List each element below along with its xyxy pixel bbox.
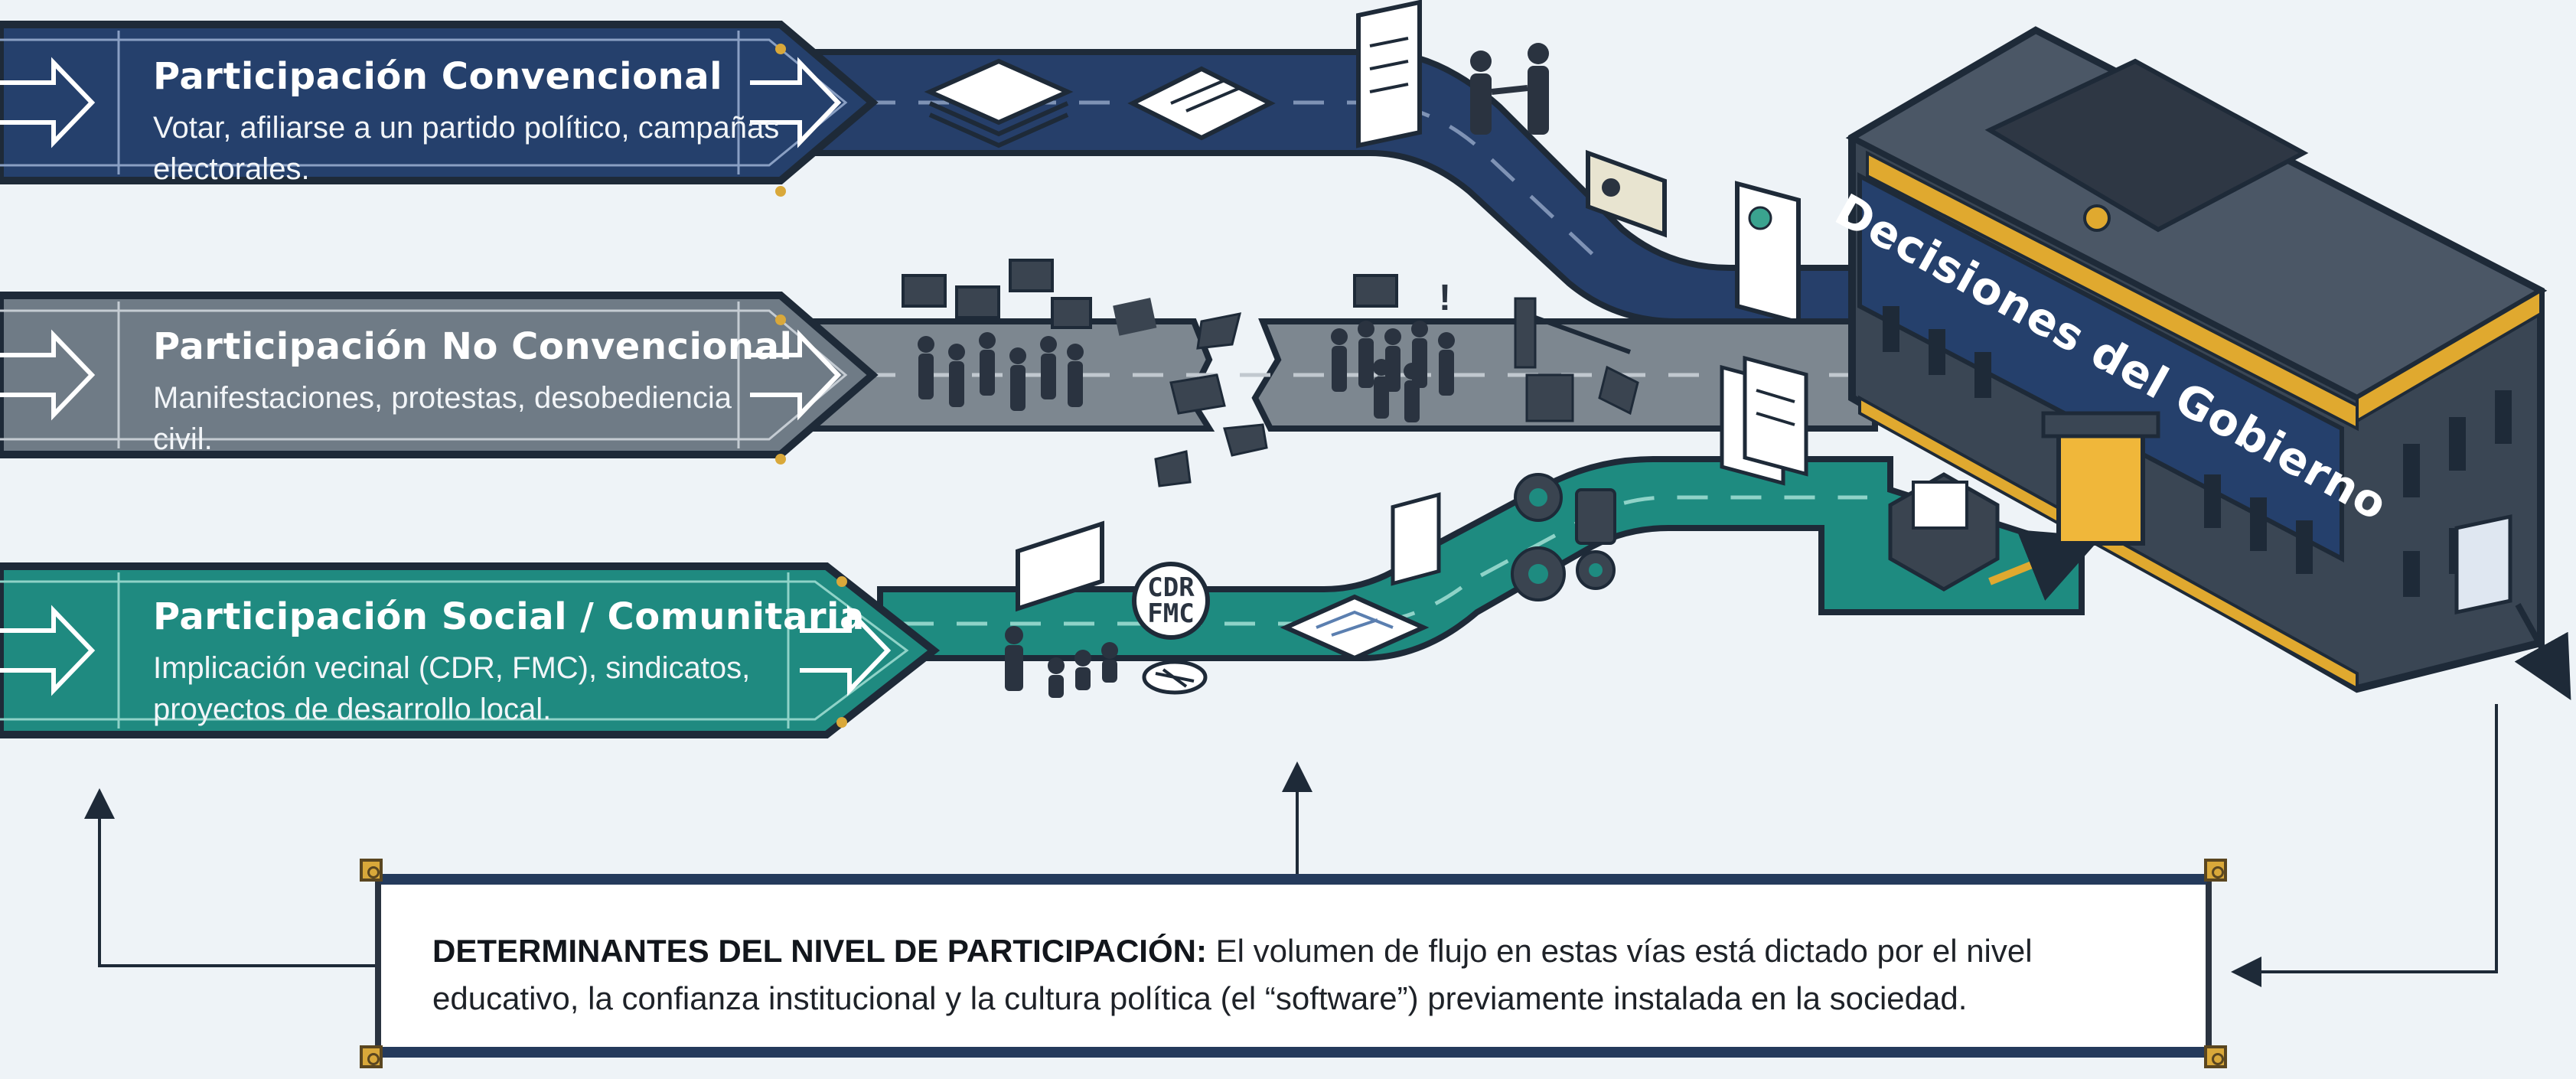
flow-arrow-icon <box>1988 530 2102 601</box>
document-out-icon <box>2454 514 2512 615</box>
feedback-arrow-right <box>2231 704 2498 987</box>
files-stack-icon <box>1720 355 1808 486</box>
sign-line-2: FMC <box>1147 598 1194 629</box>
lane-no-convencional-text: Participación No Convencional Manifestac… <box>153 325 792 460</box>
bolt-icon <box>360 859 383 882</box>
determinants-note-box <box>375 874 2212 1058</box>
arrow-icon <box>800 605 892 696</box>
sign-line-1: CDR <box>1147 572 1195 603</box>
feedback-arrow-left <box>84 788 375 967</box>
arrow-icon <box>0 605 96 696</box>
determinants-note: DETERMINANTES DEL NIVEL DE PARTICIPACIÓN… <box>432 927 2177 1022</box>
lane-description: Implicación vecinal (CDR, FMC), sindicat… <box>153 651 751 726</box>
registration-form-icon <box>1356 0 1422 148</box>
lane-convencional <box>0 0 1886 326</box>
entrance <box>2056 426 2145 546</box>
envelope-icon <box>1888 472 2000 592</box>
id-card-icon <box>1586 149 1667 238</box>
lane-title: Participación Convencional <box>153 55 723 98</box>
blueprint-icon <box>1280 492 1441 661</box>
document-icon <box>1127 66 1276 141</box>
lane-description: Votar, afiliarse a un partido político, … <box>153 111 780 186</box>
bolt-icon <box>2204 1045 2227 1068</box>
broken-road-icon <box>1113 298 1268 487</box>
government-building <box>1845 26 2571 700</box>
bolt-icon <box>360 1045 383 1068</box>
crowd-icon: ! <box>1331 274 1455 422</box>
bolt-icon <box>2204 859 2227 882</box>
certificate-icon <box>1735 181 1801 326</box>
banner-social <box>0 562 941 738</box>
banner-no-convencional <box>0 292 879 458</box>
arrow-icon <box>0 329 96 421</box>
arrow-icon <box>750 57 842 148</box>
note-label: DETERMINANTES DEL NIVEL DE PARTICIPACIÓN… <box>432 933 1207 969</box>
ballot-stack-icon <box>924 58 1074 148</box>
lane-social-text: Participación Social / Comunitaria Impli… <box>153 595 865 730</box>
lane-title: Participación No Convencional <box>153 325 793 368</box>
exit-arrow-icon <box>2514 603 2571 700</box>
lane-title: Participación Social / Comunitaria <box>153 595 865 638</box>
cdr-fmc-sign-icon: CDR FMC <box>1132 562 1210 695</box>
lane-social: CDR FMC <box>0 456 2085 738</box>
arrow-icon <box>750 329 842 421</box>
sign-board <box>1857 172 2344 562</box>
people-handshake-icon <box>1470 43 1549 135</box>
feedback-arrows <box>84 704 2498 987</box>
lane-convencional-text: Participación Convencional Votar, afilia… <box>153 55 781 190</box>
protesters-icon <box>902 259 1092 411</box>
note-body: El volumen de flujo en estas vías está d… <box>432 933 2033 1016</box>
gears-icon <box>1511 473 1616 601</box>
arrow-icon <box>0 57 96 148</box>
lane-description: Manifestaciones, protestas, desobedienci… <box>153 381 732 456</box>
svg-text:!: ! <box>1439 278 1451 318</box>
barrier-icon <box>1514 297 1639 422</box>
presentation-icon <box>1005 520 1118 698</box>
banner-convencional <box>0 21 879 184</box>
